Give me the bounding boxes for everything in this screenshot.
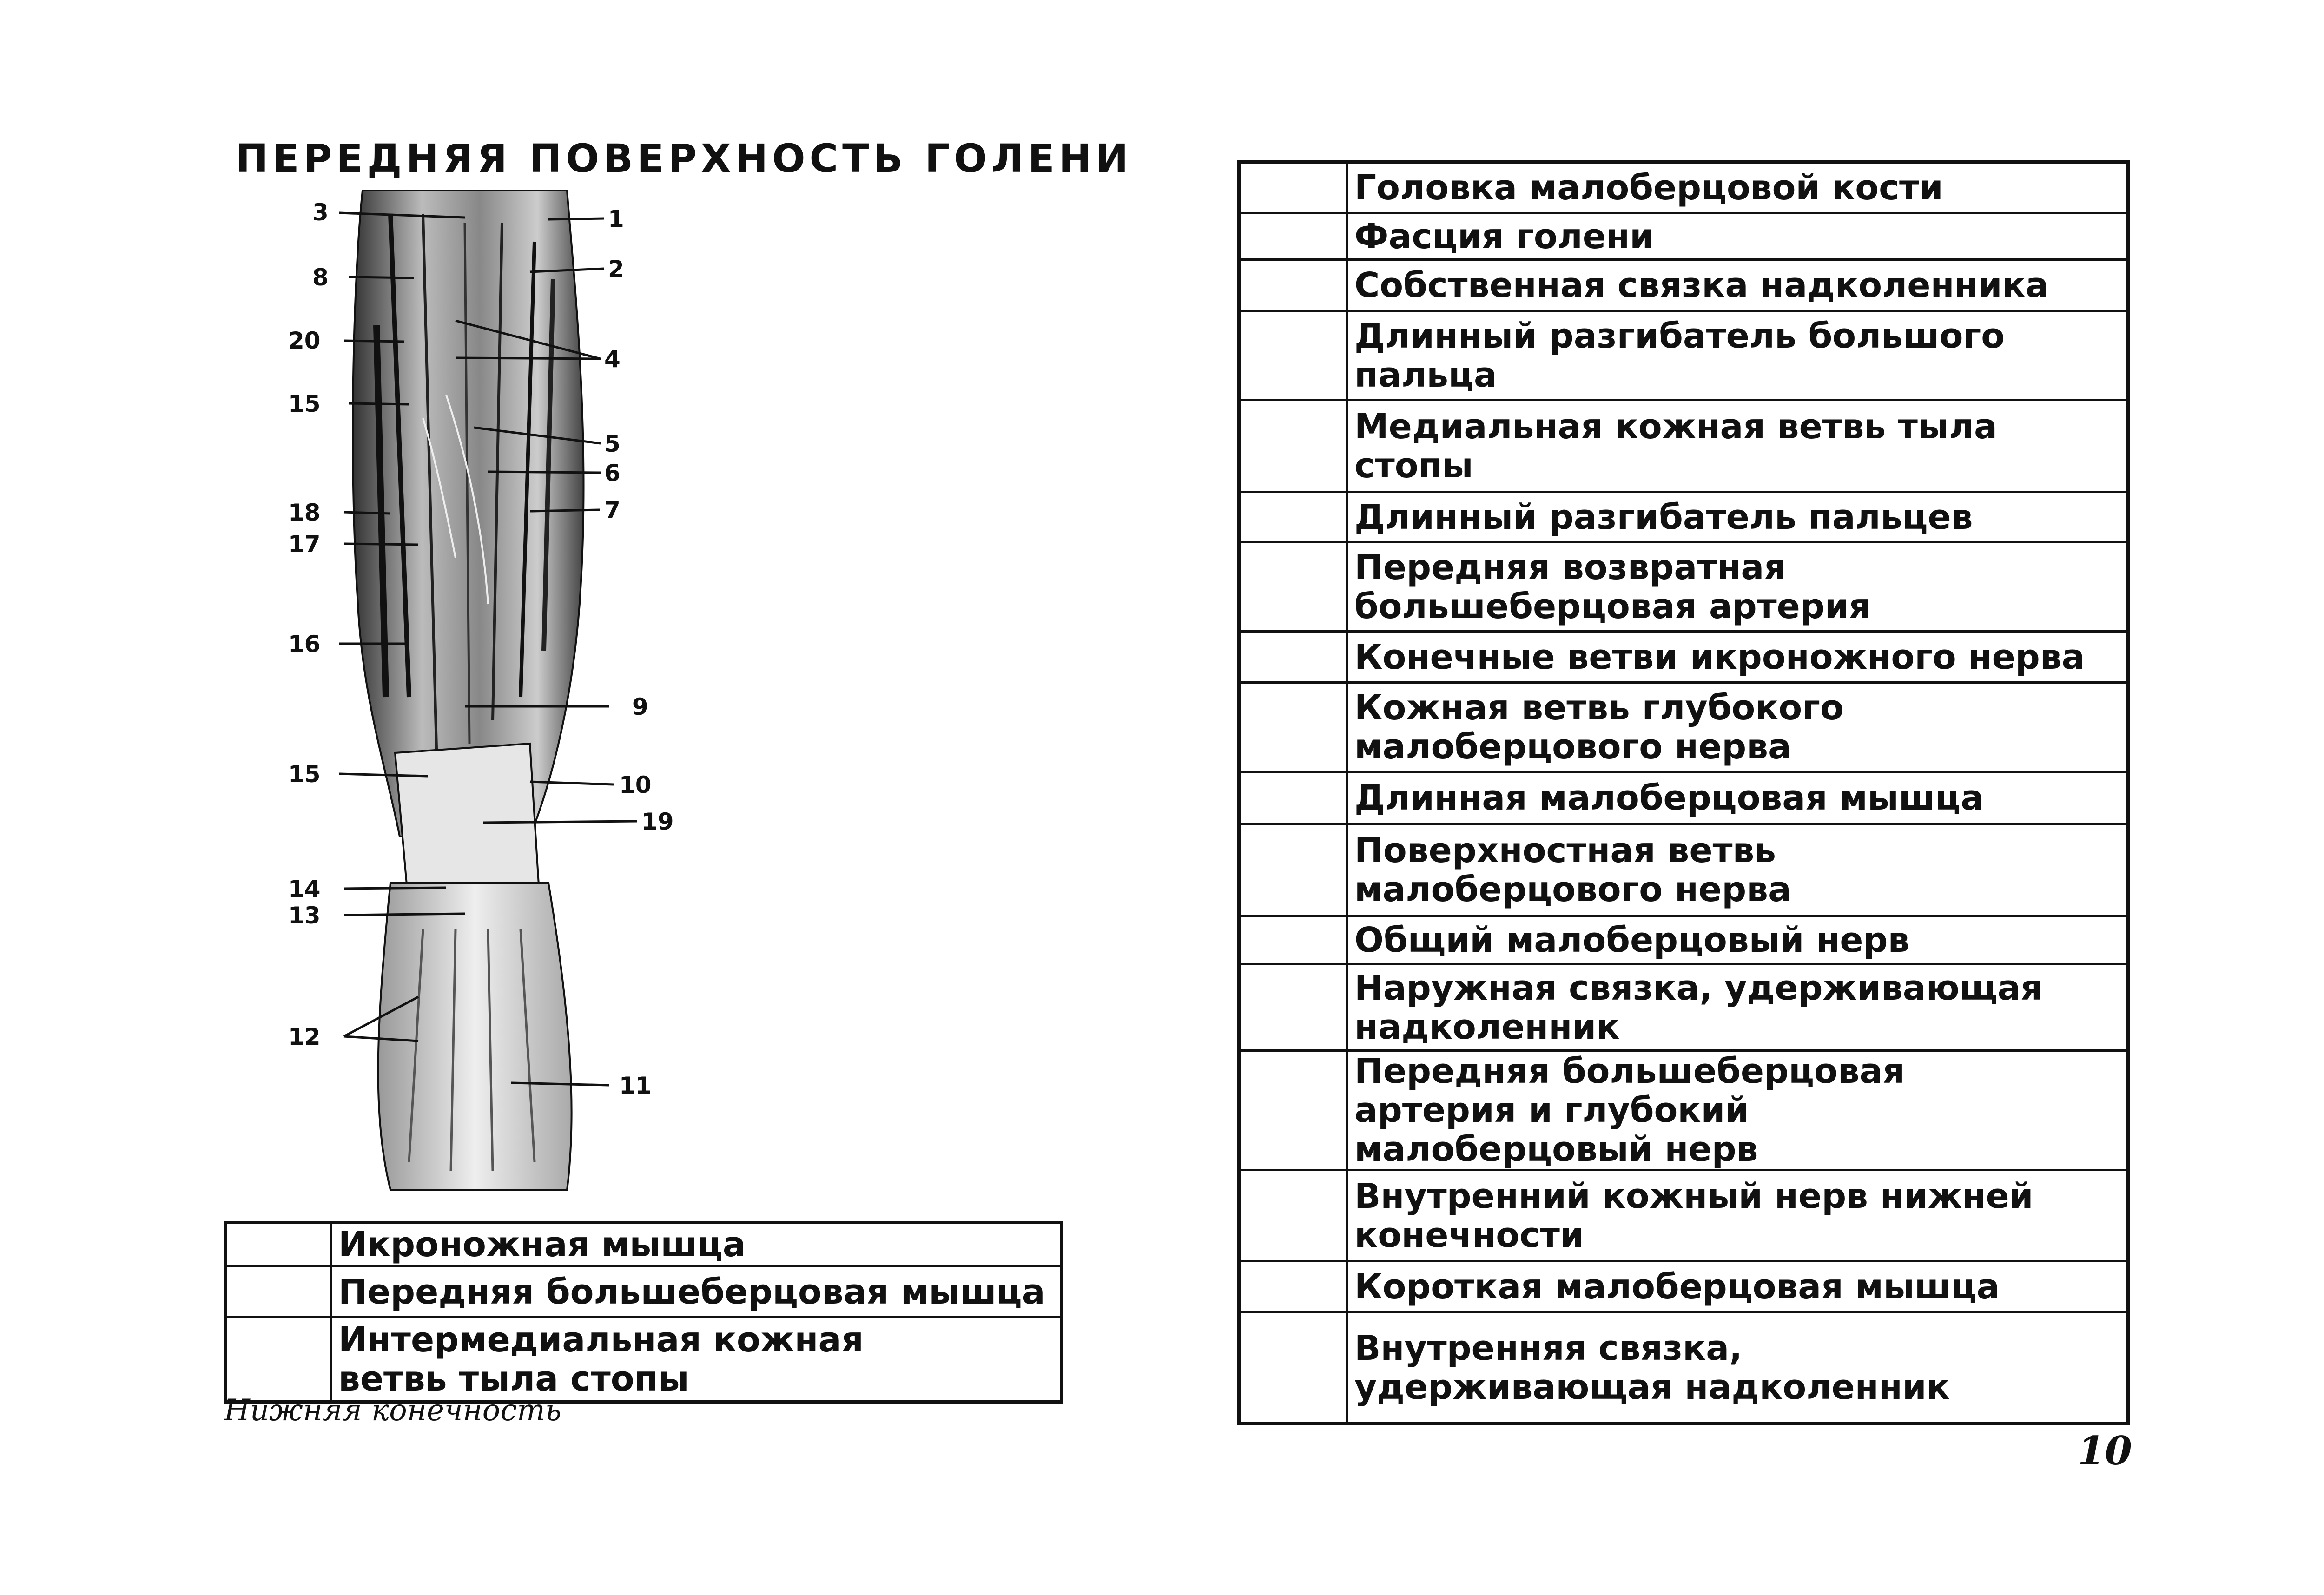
table-row: Фасция голени: [1239, 213, 2128, 260]
legend-number-cell: [1239, 632, 1347, 683]
callout-17: 17: [288, 533, 321, 556]
legend-text-cell: Длинная малоберцовая мышца: [1347, 772, 2128, 824]
callout-16: 16: [288, 633, 321, 656]
table-row: Передняя большеберцовая мышца: [226, 1266, 1062, 1318]
figure-caption: Нижняя конечность: [224, 1393, 561, 1428]
legend-text-cell: Конечные ветви икроножного нерва: [1347, 632, 2128, 683]
legend-number-cell: [1239, 311, 1347, 400]
table-row: Внутренний кожный нерв нижней конечности: [1239, 1170, 2128, 1261]
legend-text-cell: Длинный разгибатель пальцев: [1347, 492, 2128, 542]
legend-text-cell: Внутренний кожный нерв нижней конечности: [1347, 1170, 2128, 1261]
legend-number-cell: [1239, 400, 1347, 492]
page-number: 10: [2078, 1428, 2132, 1474]
legend-number-cell: [1239, 1051, 1347, 1170]
leg-anatomy-illustration: 3 1 2 8 20 4 15 5 6 18 7 17 16 9 15 10 1…: [270, 186, 679, 1208]
legend-text-cell: Короткая малоберцовая мышца: [1347, 1261, 2128, 1312]
legend-number-cell: [1239, 162, 1347, 213]
callout-19: 19: [641, 810, 674, 833]
callout-18: 18: [288, 501, 321, 524]
legend-number-cell: [1239, 1312, 1347, 1424]
table-row: Конечные ветви икроножного нерва: [1239, 632, 2128, 683]
legend-text-cell: Передняя большеберцовая мышца: [331, 1266, 1062, 1318]
legend-number-cell: [1239, 1261, 1347, 1312]
table-row: Наружная связка, удерживающая надколенни…: [1239, 964, 2128, 1051]
legend-text-cell: Длинный разгибатель большого пальца: [1347, 311, 2128, 400]
legend-text-cell: Кожная ветвь глубокого малоберцового нер…: [1347, 683, 2128, 772]
callout-10: 10: [619, 773, 652, 797]
legend-number-cell: [1239, 824, 1347, 916]
page-title: ПЕРЕДНЯЯ ПОВЕРХНОСТЬ ГОЛЕНИ: [236, 136, 1132, 181]
legend-number-cell: [226, 1266, 331, 1318]
table-row: Собственная связка надколенника: [1239, 260, 2128, 311]
legend-text-cell: Икроножная мышца: [331, 1223, 1062, 1266]
legend-text-cell: Головка малоберцовой кости: [1347, 162, 2128, 213]
legend-number-cell: [1239, 260, 1347, 311]
callout-5: 5: [604, 432, 621, 455]
callout-7: 7: [604, 499, 621, 522]
legend-number-cell: [1239, 213, 1347, 260]
table-row: Поверхностная ветвь малоберцового нерва: [1239, 824, 2128, 916]
table-row: Длинный разгибатель пальцев: [1239, 492, 2128, 542]
legend-text-cell: Поверхностная ветвь малоберцового нерва: [1347, 824, 2128, 916]
callout-15-lower: 15: [288, 763, 321, 786]
callout-3: 3: [312, 201, 329, 224]
table-row: Общий малоберцовый нерв: [1239, 916, 2128, 964]
table-row: Короткая малоберцовая мышца: [1239, 1261, 2128, 1312]
table-row: Длинный разгибатель большого пальца: [1239, 311, 2128, 400]
legend-text-cell: Собственная связка надколенника: [1347, 260, 2128, 311]
legend-text-cell: Интермедиальная кожная ветвь тыла стопы: [331, 1318, 1062, 1402]
legend-text-cell: Медиальная кожная ветвь тыла стопы: [1347, 400, 2128, 492]
legend-text-cell: Внутренняя связка, удерживающая надколен…: [1347, 1312, 2128, 1424]
table-row: Длинная малоберцовая мышца: [1239, 772, 2128, 824]
legend-number-cell: [1239, 1170, 1347, 1261]
callout-12: 12: [288, 1025, 321, 1048]
table-row: Кожная ветвь глубокого малоберцового нер…: [1239, 683, 2128, 772]
legend-text-cell: Фасция голени: [1347, 213, 2128, 260]
legend-number-cell: [226, 1223, 331, 1266]
callout-13: 13: [288, 904, 321, 927]
legend-number-cell: [1239, 964, 1347, 1051]
legend-number-cell: [1239, 772, 1347, 824]
table-row: Головка малоберцовой кости: [1239, 162, 2128, 213]
callout-9: 9: [632, 695, 648, 718]
legend-text-cell: Передняя возвратная большеберцовая артер…: [1347, 542, 2128, 632]
legend-number-cell: [1239, 683, 1347, 772]
leg-drawing: [270, 186, 679, 1208]
legend-number-cell: [1239, 492, 1347, 542]
table-row: Передняя большеберцовая артерия и глубок…: [1239, 1051, 2128, 1170]
legend-number-cell: [226, 1318, 331, 1402]
table-row: Медиальная кожная ветвь тыла стопы: [1239, 400, 2128, 492]
callout-4: 4: [604, 348, 621, 371]
legend-text-cell: Наружная связка, удерживающая надколенни…: [1347, 964, 2128, 1051]
callout-11: 11: [619, 1074, 652, 1097]
legend-number-cell: [1239, 542, 1347, 632]
table-row: Внутренняя связка, удерживающая надколен…: [1239, 1312, 2128, 1424]
callout-2: 2: [608, 257, 624, 281]
right-legend-table: Головка малоберцовой кости Фасция голени…: [1237, 160, 2130, 1425]
legend-text-cell: Общий малоберцовый нерв: [1347, 916, 2128, 964]
callout-20: 20: [288, 329, 321, 352]
table-row: Передняя возвратная большеберцовая артер…: [1239, 542, 2128, 632]
callout-15-upper: 15: [288, 392, 321, 415]
callout-14: 14: [288, 877, 321, 901]
callout-8: 8: [312, 266, 329, 289]
table-row: Интермедиальная кожная ветвь тыла стопы: [226, 1318, 1062, 1402]
callout-6: 6: [604, 461, 621, 485]
left-legend-table: Икроножная мышца Передняя большеберцовая…: [224, 1221, 1063, 1404]
callout-1: 1: [608, 207, 624, 231]
legend-number-cell: [1239, 916, 1347, 964]
legend-text-cell: Передняя большеберцовая артерия и глубок…: [1347, 1051, 2128, 1170]
table-row: Икроножная мышца: [226, 1223, 1062, 1266]
